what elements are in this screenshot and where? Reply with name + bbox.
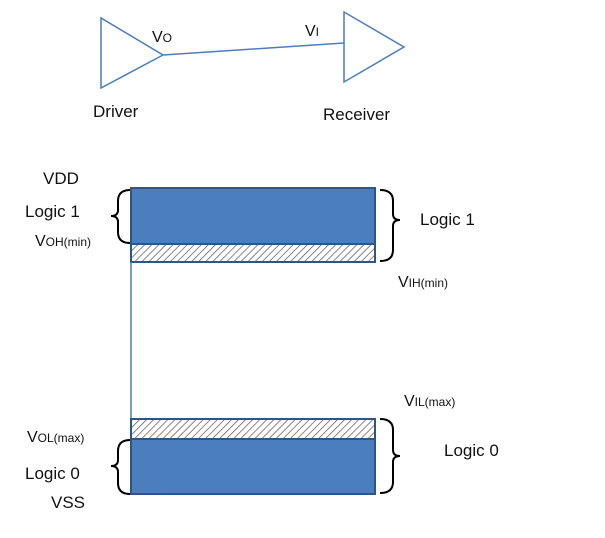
vol-max-label: VOL(max): [27, 429, 85, 446]
vih-min-label: VIH(min): [398, 274, 448, 291]
receiver-logic1-label: Logic 1: [420, 210, 475, 229]
logic1-noise-margin: [130, 243, 376, 263]
vi-label: VI: [305, 23, 320, 40]
logic1-block: [130, 187, 376, 245]
vo-label: VO: [152, 29, 173, 46]
driver-label: Driver: [93, 102, 139, 121]
vil-max-label: VIL(max): [404, 393, 456, 410]
receiver-label: Receiver: [323, 105, 391, 124]
driver-logic0-brace: [110, 439, 131, 495]
logic0-noise-margin: [130, 418, 376, 440]
signal-wire: [162, 42, 345, 56]
driver-triangle: [100, 16, 165, 90]
voh-min-label: VOH(min): [35, 233, 91, 250]
logic0-block: [130, 438, 376, 495]
driver-logic1-label: Logic 1: [25, 202, 80, 221]
vdd-label: VDD: [43, 169, 79, 188]
vss-label: VSS: [51, 493, 86, 512]
receiver-logic1-brace: [379, 189, 401, 262]
receiver-logic0-label: Logic 0: [444, 441, 499, 460]
receiver-logic0-brace: [379, 418, 401, 494]
receiver-triangle: [343, 10, 406, 84]
driver-logic0-label: Logic 0: [25, 464, 80, 483]
driver-logic1-brace: [110, 189, 131, 244]
